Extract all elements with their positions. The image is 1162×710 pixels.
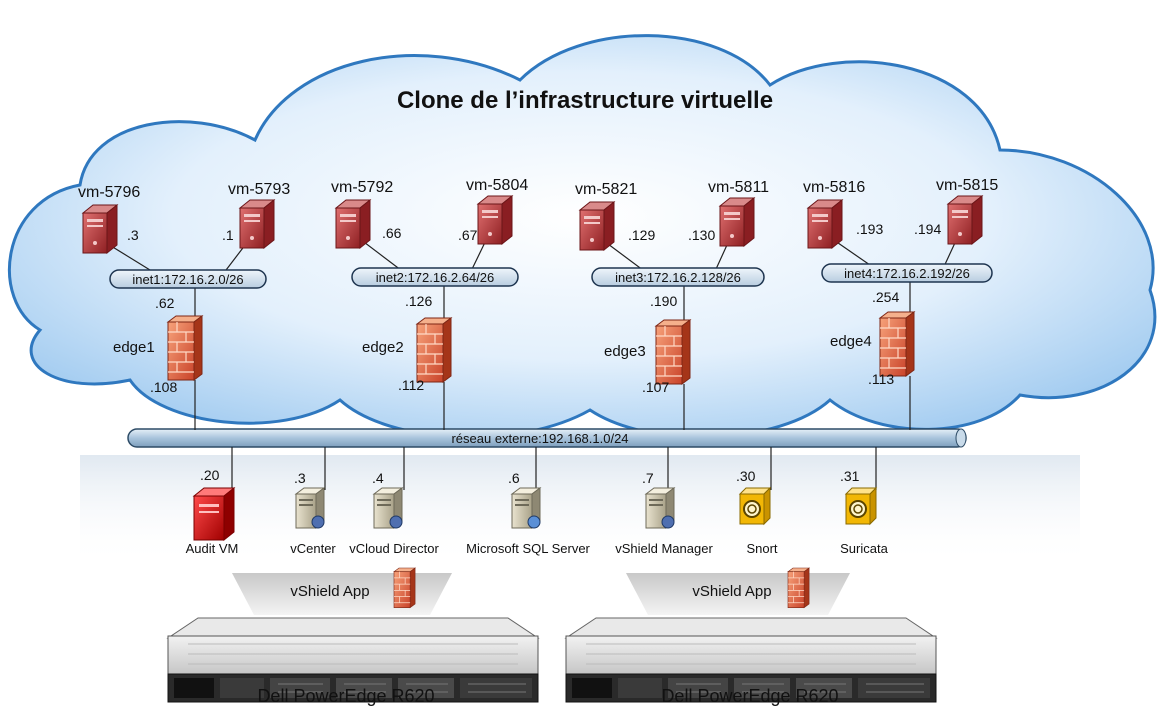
service-node: .7 vShield Manager [615,447,713,556]
service-ip-label: .6 [508,470,520,486]
host-2-model-label: Dell PowerEdge R620 [661,686,838,706]
vm-name-label: vm-5816 [803,179,865,196]
network-label: inet1:172.16.2.0/26 [132,272,243,287]
badge-icon [527,515,541,529]
network-pill [821,263,993,283]
vm-name-label: vm-5796 [78,184,140,201]
network-pill [351,267,519,287]
vm-server-icon [82,204,118,254]
network-pill [109,269,267,289]
vm-name-label: vm-5821 [575,181,637,198]
edge-outer-ip-label: .113 [868,371,894,387]
badge-icon [661,515,675,529]
edge-name-label: edge2 [362,339,404,356]
edge-name-label: edge3 [604,343,646,360]
rack-server-icon [564,617,938,703]
vm-ip-label: .194 [914,221,941,237]
service-name-label: Snort [746,541,777,556]
service-ip-label: .3 [294,470,306,486]
vshield-firewall-icon [393,567,416,609]
edge-inner-ip-label: .190 [650,293,677,309]
vm-server-icon [239,199,275,249]
audit-vm-icon [192,486,236,542]
vm-ip-label: .129 [628,227,655,243]
service-ip-label: .20 [200,467,220,483]
vm-ip-label: .3 [127,227,139,243]
vm-ip-label: .67 [458,227,478,243]
vm-name-label: vm-5811 [708,179,769,196]
vm-server-icon [719,197,755,247]
vm-name-label: vm-5792 [331,179,393,196]
network-segment: vm-5792 vm-5804 .66 .67 inet2:172.16.2.64/26… [331,177,528,430]
ids-icon [739,487,771,525]
service-name-label: Microsoft SQL Server [466,541,590,556]
edge-inner-ip-label: .62 [155,295,175,311]
edge-firewall-icon [655,319,691,385]
service-node: .4 vCloud Director [349,447,439,556]
network-pill [591,267,765,287]
network-label: inet3:172.16.2.128/26 [615,270,741,285]
host-2: vShield App Dell PowerEdge R620 [564,567,938,706]
vm-name-label: vm-5793 [228,181,290,198]
host-2-app-label: vShield App [692,583,771,600]
network-segment: vm-5821 vm-5811 .129 .130 inet3:172.16.2.128… [575,179,769,430]
edge-outer-ip-label: .108 [150,379,177,395]
edge-firewall-icon [416,317,452,383]
floor-shadow [80,455,1080,565]
edge-firewall-icon [167,315,203,381]
edge-outer-ip-label: .112 [398,377,424,393]
service-ip-label: .31 [840,468,860,484]
service-name-label: Audit VM [186,541,239,556]
service-ip-label: .7 [642,470,654,486]
vm-server-icon [807,199,843,249]
diagram-title: Clone de l’infrastructure virtuelle [397,87,773,114]
badge-icon [389,515,403,529]
host-1: vShield App Dell PowerEdge R620 [166,567,540,706]
edge-outer-ip-label: .107 [642,379,669,395]
vm-ip-label: .66 [382,225,402,241]
service-ip-label: .4 [372,470,384,486]
vm-name-label: vm-5815 [936,177,998,194]
vm-server-icon [579,201,615,251]
vm-ip-label: .1 [222,227,234,243]
network-segment: vm-5816 vm-5815 .193 .194 inet4:172.16.2.192… [803,177,998,430]
vm-name-label: vm-5804 [466,177,528,194]
vm-ip-label: .130 [688,227,715,243]
network-label: inet4:172.16.2.192/26 [844,266,970,281]
vm-server-icon [947,195,983,245]
external-network-bus: réseau externe:192.168.1.0/24 [127,428,967,448]
service-node: .3 vCenter [290,447,336,556]
edge-inner-ip-label: .254 [872,289,899,305]
host-1-model-label: Dell PowerEdge R620 [257,686,434,706]
vm-server-icon [477,195,513,245]
service-name-label: vCenter [290,541,336,556]
vm-server-icon [335,199,371,249]
badge-icon [311,515,325,529]
host-1-app-label: vShield App [290,583,369,600]
vshield-firewall-icon [787,567,810,609]
service-name-label: vCloud Director [349,541,439,556]
network-segment: vm-5796 vm-5793 .3 .1 inet1:172.16.2.0/26 edg… [78,181,290,430]
rack-server-icon [166,617,540,703]
edge-firewall-icon [879,311,915,377]
edge-name-label: edge1 [113,339,155,356]
service-name-label: vShield Manager [615,541,713,556]
service-ip-label: .30 [736,468,756,484]
network-label: inet2:172.16.2.64/26 [376,270,495,285]
edge-name-label: edge4 [830,333,872,350]
edge-inner-ip-label: .126 [405,293,432,309]
ids-icon [845,487,877,525]
service-name-label: Suricata [840,541,888,556]
external-network-label: réseau externe:192.168.1.0/24 [451,431,628,446]
vm-ip-label: .193 [856,221,883,237]
